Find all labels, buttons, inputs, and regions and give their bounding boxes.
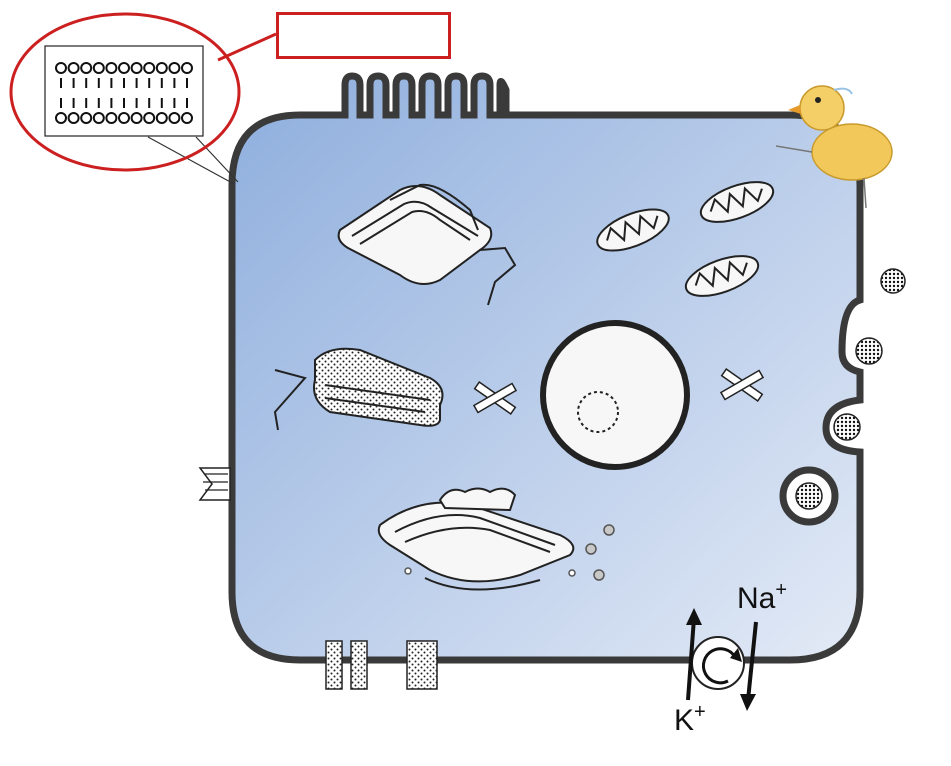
channel-protein-icon [325, 640, 438, 690]
callout-connector [217, 32, 277, 62]
lipid-head [80, 112, 93, 124]
lipid-head [181, 112, 193, 124]
potassium-arrow [686, 617, 696, 701]
lipid-head [168, 112, 181, 124]
membrane-granules [779, 268, 906, 526]
nucleolus [577, 391, 619, 433]
smooth-er-icon [337, 183, 517, 306]
receptor-icon [198, 467, 231, 501]
rough-er-icon [273, 347, 444, 431]
potassium-charge: + [694, 701, 706, 723]
lipid-head [67, 62, 80, 74]
sodium-label: Na+ [737, 580, 787, 614]
duckling-icon [775, 85, 893, 209]
lipid-head [67, 112, 80, 124]
lipid-head [118, 62, 130, 74]
lipid-head [155, 112, 168, 124]
lipid-head [92, 62, 105, 74]
bilayer-callout [9, 12, 277, 185]
pump-icon [686, 608, 758, 711]
vesicle-icon [404, 524, 615, 581]
golgi-icon [377, 487, 575, 591]
sodium-arrow [746, 621, 758, 701]
lipid-head [143, 62, 156, 74]
sodium-symbol: Na [737, 582, 776, 615]
nucleus-icon [540, 320, 690, 470]
granule [795, 482, 823, 510]
lipid-head [80, 62, 93, 74]
lipid-head [55, 62, 67, 74]
membrane-label-box [276, 12, 451, 59]
lipid-head [55, 112, 67, 124]
phospholipid-bilayer-icon [55, 62, 193, 124]
lipid-head [181, 62, 193, 74]
centrosome-icon [472, 368, 765, 415]
lipid-head [105, 112, 118, 124]
mitochondrion-icon [596, 181, 775, 297]
lipid-head [155, 62, 168, 74]
lipid-head [143, 112, 156, 124]
lipid-head [92, 112, 105, 124]
granule [880, 268, 906, 294]
lipid-head [168, 62, 181, 74]
sodium-charge: + [775, 579, 788, 601]
lipid-head [118, 112, 130, 124]
granule [833, 413, 861, 441]
potassium-label: K+ [674, 702, 706, 736]
lipid-head [130, 62, 143, 74]
potassium-symbol: K [674, 704, 695, 737]
callout-ellipse [9, 12, 241, 172]
granule [855, 337, 883, 365]
lipid-head [105, 62, 118, 74]
lipid-head [130, 112, 143, 124]
